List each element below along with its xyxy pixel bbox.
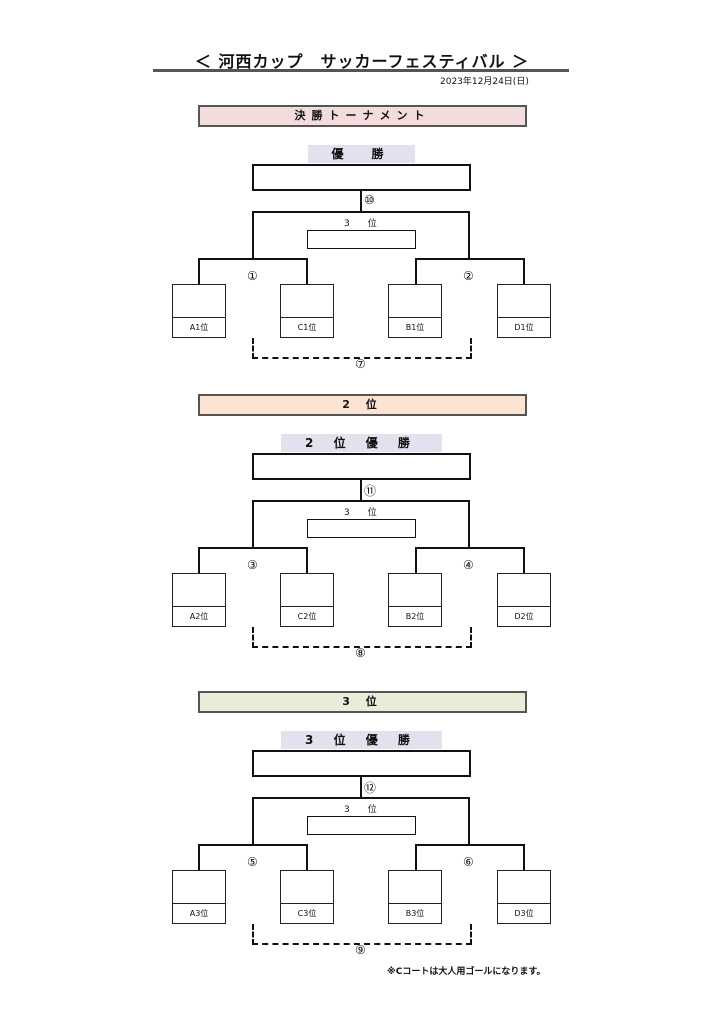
section-header: 3 位 [198,691,527,713]
semi-match-number-right: ⑥ [463,855,474,869]
third-place-label: 3 位 [344,508,377,518]
team-seed-label: B3位 [389,903,441,923]
final-match-number: ⑪ [364,484,377,498]
third-place-match-bracket [252,338,472,359]
left-semi-bracket [198,547,308,549]
team-seed-label: C3位 [281,903,333,923]
team-drop-line [198,844,200,870]
final-bracket-line [252,211,470,213]
team-drop-line [306,844,308,870]
third-place-box [307,230,416,249]
third-place-match-bracket [252,924,472,945]
third-place-match-bracket [252,627,472,648]
winner-box [252,453,471,480]
team-slot: A1位 [172,284,226,338]
third-place-match-number: ⑨ [355,943,366,957]
team-drop-line [415,258,417,284]
footer-note: ※Cコートは大人用ゴールになります。 [387,967,546,977]
winner-label: 2 位 優 勝 [281,434,442,452]
left-semi-bracket [198,258,308,260]
left-semi-line [252,500,254,549]
semi-match-number-left: ⑤ [247,855,258,869]
team-slot: D2位 [497,573,551,627]
team-slot: C3位 [280,870,334,924]
section-header: 2 位 [198,394,527,416]
title-rule [153,69,569,72]
winner-label: 優 勝 [308,145,415,163]
final-match-number: ⑩ [364,193,375,207]
semi-match-number-right: ④ [463,558,474,572]
winner-box [252,164,471,191]
final-bracket-line [252,500,470,502]
team-slot: B2位 [388,573,442,627]
third-place-label: 3 位 [344,805,377,815]
section-header: 決勝トーナメント [198,105,527,127]
team-drop-line [415,844,417,870]
final-match-number: ⑫ [364,781,377,795]
team-seed-label: A2位 [173,606,225,626]
team-seed-label: C2位 [281,606,333,626]
team-slot: D1位 [497,284,551,338]
final-line [360,189,362,213]
event-date: 2023年12月24日(日) [440,77,529,87]
left-semi-line [252,797,254,846]
team-drop-line [523,547,525,573]
team-slot: A3位 [172,870,226,924]
team-slot: B1位 [388,284,442,338]
team-seed-label: B2位 [389,606,441,626]
team-drop-line [306,547,308,573]
winner-label: 3 位 優 勝 [281,731,442,749]
team-drop-line [523,258,525,284]
team-seed-label: A1位 [173,317,225,337]
team-drop-line [306,258,308,284]
team-slot: A2位 [172,573,226,627]
team-drop-line [198,258,200,284]
team-drop-line [523,844,525,870]
right-semi-line [468,797,470,846]
third-place-box [307,816,416,835]
right-semi-bracket [415,844,525,846]
final-line [360,775,362,799]
right-semi-bracket [415,258,525,260]
winner-box [252,750,471,777]
team-slot: C1位 [280,284,334,338]
team-seed-label: D1位 [498,317,550,337]
team-seed-label: D2位 [498,606,550,626]
semi-match-number-right: ② [463,269,474,283]
semi-match-number-left: ① [247,269,258,283]
team-slot: B3位 [388,870,442,924]
third-place-label: 3 位 [344,219,377,229]
team-drop-line [415,547,417,573]
team-seed-label: B1位 [389,317,441,337]
team-seed-label: A3位 [173,903,225,923]
third-place-box [307,519,416,538]
team-slot: C2位 [280,573,334,627]
left-semi-bracket [198,844,308,846]
team-seed-label: C1位 [281,317,333,337]
page-title: ＜ 河西カップ サッカーフェスティバル ＞ [194,52,530,71]
team-slot: D3位 [497,870,551,924]
final-bracket-line [252,797,470,799]
final-line [360,478,362,502]
team-seed-label: D3位 [498,903,550,923]
right-semi-bracket [415,547,525,549]
right-semi-line [468,500,470,549]
semi-match-number-left: ③ [247,558,258,572]
third-place-match-number: ⑧ [355,646,366,660]
right-semi-line [468,211,470,260]
team-drop-line [198,547,200,573]
third-place-match-number: ⑦ [355,357,366,371]
left-semi-line [252,211,254,260]
